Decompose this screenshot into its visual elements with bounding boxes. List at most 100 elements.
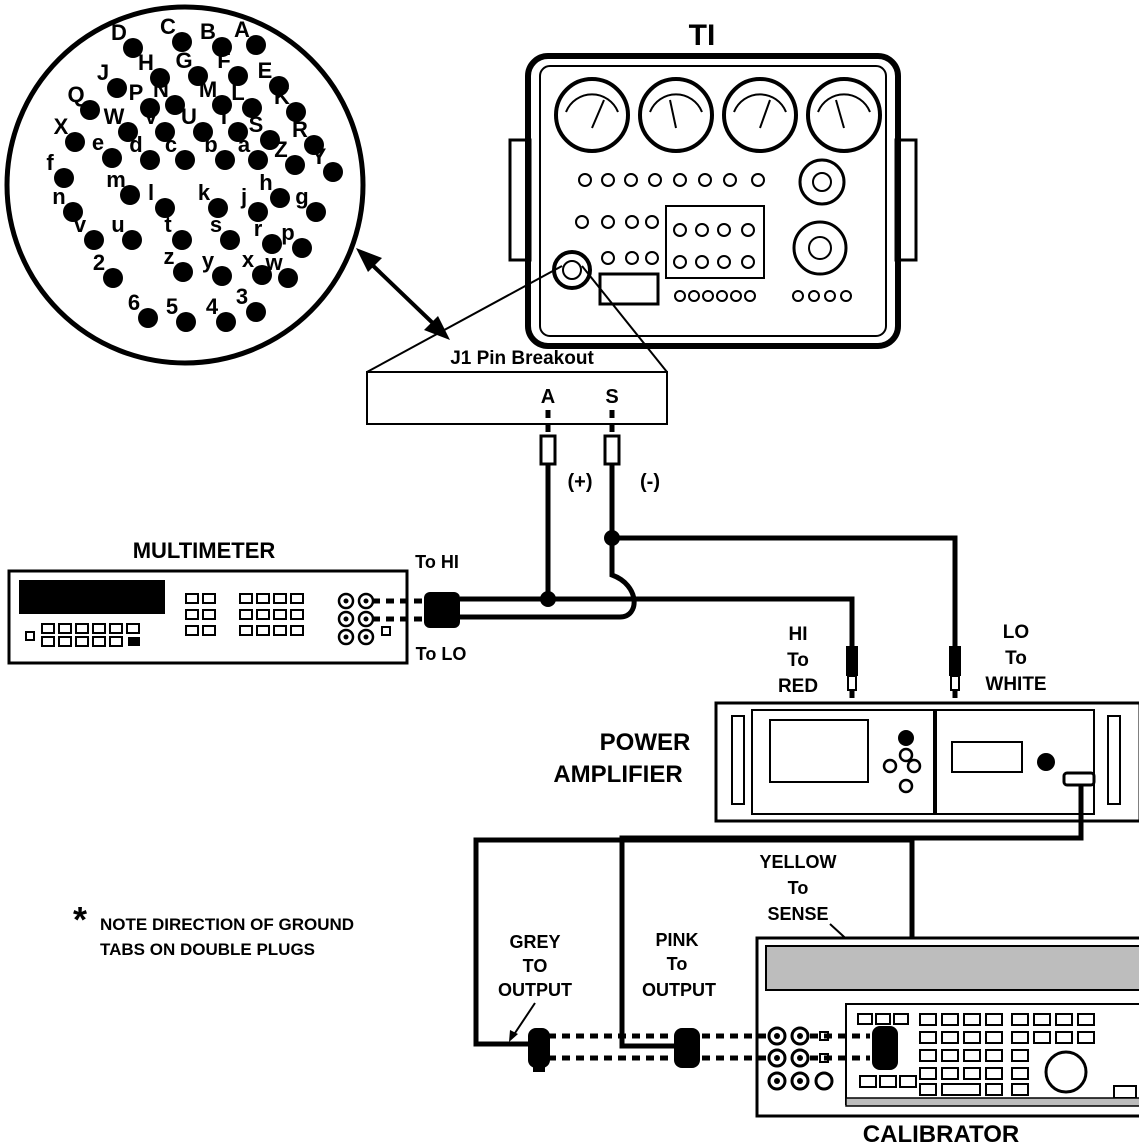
multimeter-keypad	[25, 593, 391, 647]
connector-pin-dot	[176, 312, 196, 332]
connector-pin-label: h	[259, 170, 272, 195]
connector-pin-dot	[269, 76, 289, 96]
grey-label-line3: OUTPUT	[498, 980, 572, 1000]
calibrator-vent-grille	[765, 945, 1139, 991]
connector-pin-label: Y	[312, 144, 327, 169]
to-lo-label: To LO	[416, 644, 467, 664]
connector-pin-dot	[188, 66, 208, 86]
connector-pin-dot	[246, 35, 266, 55]
connector-pin-label: k	[198, 180, 211, 205]
connector-pin-dot	[208, 198, 228, 218]
connector-pin-dot	[138, 308, 158, 328]
ti-title: TI	[689, 19, 716, 52]
connector-pin-dot	[172, 230, 192, 250]
connector-pin-dot	[270, 188, 290, 208]
ti-meter-2	[638, 77, 714, 153]
connector-pin-dot	[228, 122, 248, 142]
connector-pin-label: 4	[206, 294, 219, 319]
ti-meter-4	[806, 77, 882, 153]
multimeter-display	[19, 580, 165, 614]
calibrator: CALIBRATOR	[755, 936, 1139, 1148]
connector-pin-dot	[246, 302, 266, 322]
j1-pin-breakout: J1 Pin Breakout A S	[366, 265, 668, 425]
yellow-label-line2: To	[788, 878, 809, 898]
pink-label-line1: PINK	[655, 930, 698, 950]
connector-pin-dot	[63, 202, 83, 222]
hi-to-red-line2: To	[787, 650, 809, 671]
multimeter-double-plug	[372, 592, 460, 628]
connector-pin-label: 6	[128, 290, 140, 315]
connector-pin-label: B	[200, 19, 216, 44]
breakout-pin-s-label: S	[605, 386, 618, 408]
connector-pin-dot	[165, 95, 185, 115]
connector-pin-dot	[248, 202, 268, 222]
connector-pin-label: X	[54, 114, 69, 139]
connector-pin-dot	[212, 37, 232, 57]
ti-rotary-knob-top	[798, 158, 846, 206]
connector-pin-label: e	[92, 130, 104, 155]
connector-pin-dot	[120, 185, 140, 205]
power-amp-display-right	[951, 741, 1023, 773]
yellow-label-line1: YELLOW	[760, 852, 837, 872]
connector-pin-label: t	[164, 212, 172, 237]
yellow-label-line3: SENSE	[767, 904, 828, 924]
connector-pin-dot	[215, 150, 235, 170]
connector-pin-dot	[323, 162, 343, 182]
breakout-pin-a-label: A	[541, 386, 555, 408]
connector-pin-label: j	[240, 184, 247, 209]
connector-pin-dot	[155, 198, 175, 218]
connector-pin-label: n	[52, 184, 65, 209]
power-amp-title-line1: POWER	[600, 729, 691, 756]
connector-pin-dot	[80, 100, 100, 120]
calibrator-title: CALIBRATOR	[863, 1121, 1019, 1148]
connector-pin-label: l	[148, 180, 154, 205]
connector-pin-label: 5	[166, 294, 178, 319]
connector-pin-label: Q	[67, 82, 84, 107]
connector-pin-dot	[122, 230, 142, 250]
connector-pin-label: S	[249, 112, 264, 137]
connector-pin-dot	[260, 130, 280, 150]
connector-pin-label: H	[138, 50, 154, 75]
connector-pin-dot	[286, 102, 306, 122]
main-wiring	[460, 464, 958, 646]
connector-pin-label: V	[144, 104, 159, 129]
ti-switch-row	[578, 173, 765, 187]
grey-label-line2: TO	[523, 956, 548, 976]
note-line1: NOTE DIRECTION OF GROUND	[100, 915, 354, 934]
ti-button-block	[575, 215, 755, 269]
hi-to-red-line1: HI	[789, 624, 808, 645]
connector-pointer-arrow	[356, 248, 450, 340]
ground-tab-note: * NOTE DIRECTION OF GROUND TABS ON DOUBL…	[73, 899, 354, 959]
connector-pin-label: z	[164, 244, 175, 269]
calibrator-knob	[1044, 1050, 1088, 1094]
connector-pin-label: d	[129, 132, 142, 157]
power-amp-display-left	[769, 719, 869, 783]
ti-meter-1	[554, 77, 630, 153]
connector-pin-label: M	[199, 77, 217, 102]
connector-pin-label: T	[217, 104, 231, 129]
connector-pin-label: c	[165, 132, 177, 157]
grey-label-line1: GREY	[509, 932, 560, 952]
connector-pin-label: Z	[274, 137, 287, 162]
ti-test-set: TI	[508, 19, 918, 349]
connector-pin-label: C	[160, 14, 176, 39]
connector-pin-dot	[140, 150, 160, 170]
connector-pin-dot	[54, 168, 74, 188]
output-lead-labels: GREY TO OUTPUT PINK To OUTPUT YELLOW To …	[498, 852, 906, 1042]
grey-double-plug	[528, 1028, 550, 1072]
connector-pin-label: a	[238, 132, 251, 157]
pink-double-plug	[674, 1028, 700, 1068]
connector-pin-label: v	[74, 212, 87, 237]
ti-binding-posts	[674, 290, 852, 302]
connector-pin-dot	[155, 122, 175, 142]
connector-pin-label: g	[295, 184, 308, 209]
power-amp-output-port	[1062, 771, 1096, 787]
connector-pin-dot	[304, 135, 324, 155]
lo-to-white-line1: LO	[1003, 622, 1029, 643]
connector-pin-dot	[292, 238, 312, 258]
ti-meter-3	[722, 77, 798, 153]
connector-pin-label: b	[204, 132, 217, 157]
note-asterisk: *	[73, 899, 87, 940]
